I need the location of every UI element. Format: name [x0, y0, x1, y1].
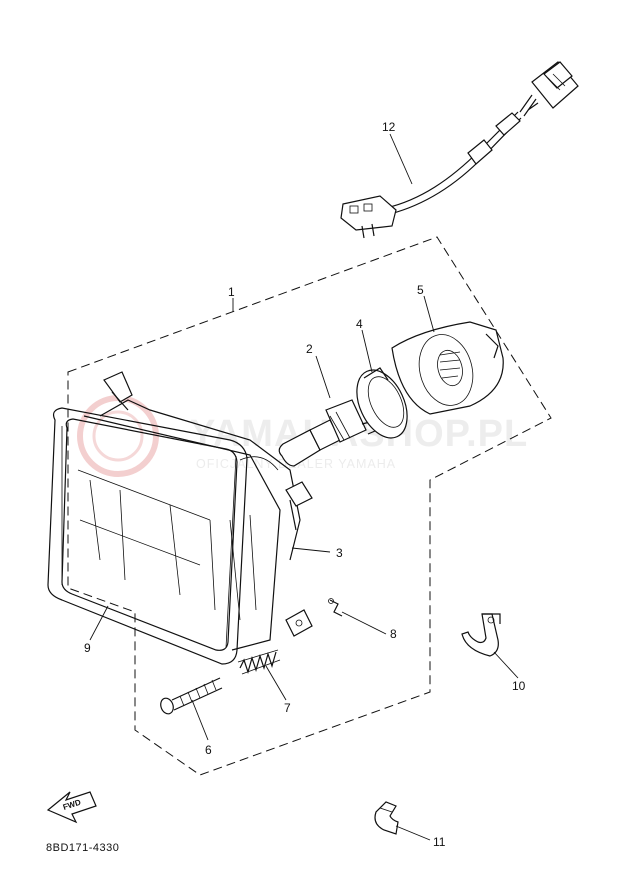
watermark-logo-icon — [77, 395, 159, 477]
callout-9: 9 — [84, 641, 91, 655]
callout-6: 6 — [205, 743, 212, 757]
callout-7: 7 — [284, 701, 291, 715]
part-9-headlight-rim — [47, 407, 248, 665]
part-10-bracket — [461, 613, 501, 657]
part-3-headlight-body — [77, 371, 313, 651]
callout-labels: 1 2 3 4 5 6 7 8 9 10 11 12 — [84, 120, 526, 849]
assembly-boundary — [67, 236, 552, 776]
callout-12: 12 — [382, 120, 396, 134]
part-11-clamp — [374, 801, 399, 835]
callout-10: 10 — [512, 679, 526, 693]
part-12-wire-harness — [340, 61, 579, 239]
callout-11: 11 — [433, 835, 446, 849]
callout-3: 3 — [336, 546, 343, 560]
leader-lines — [89, 133, 519, 841]
fwd-direction-arrow: FWD — [46, 791, 97, 824]
callout-5: 5 — [417, 283, 424, 297]
part-2-bulb — [278, 399, 383, 467]
drawing-code: 8BD171-4330 — [46, 842, 119, 854]
part-5-bulb-cover — [391, 321, 504, 415]
callout-8: 8 — [390, 627, 397, 641]
callout-2: 2 — [306, 342, 313, 356]
part-7-spring — [237, 649, 281, 675]
part-6-screw — [160, 677, 223, 715]
callout-1: 1 — [228, 285, 235, 299]
part-4-bulb-holder — [356, 367, 408, 439]
callout-4: 4 — [356, 317, 363, 331]
part-8-clip — [328, 598, 343, 617]
